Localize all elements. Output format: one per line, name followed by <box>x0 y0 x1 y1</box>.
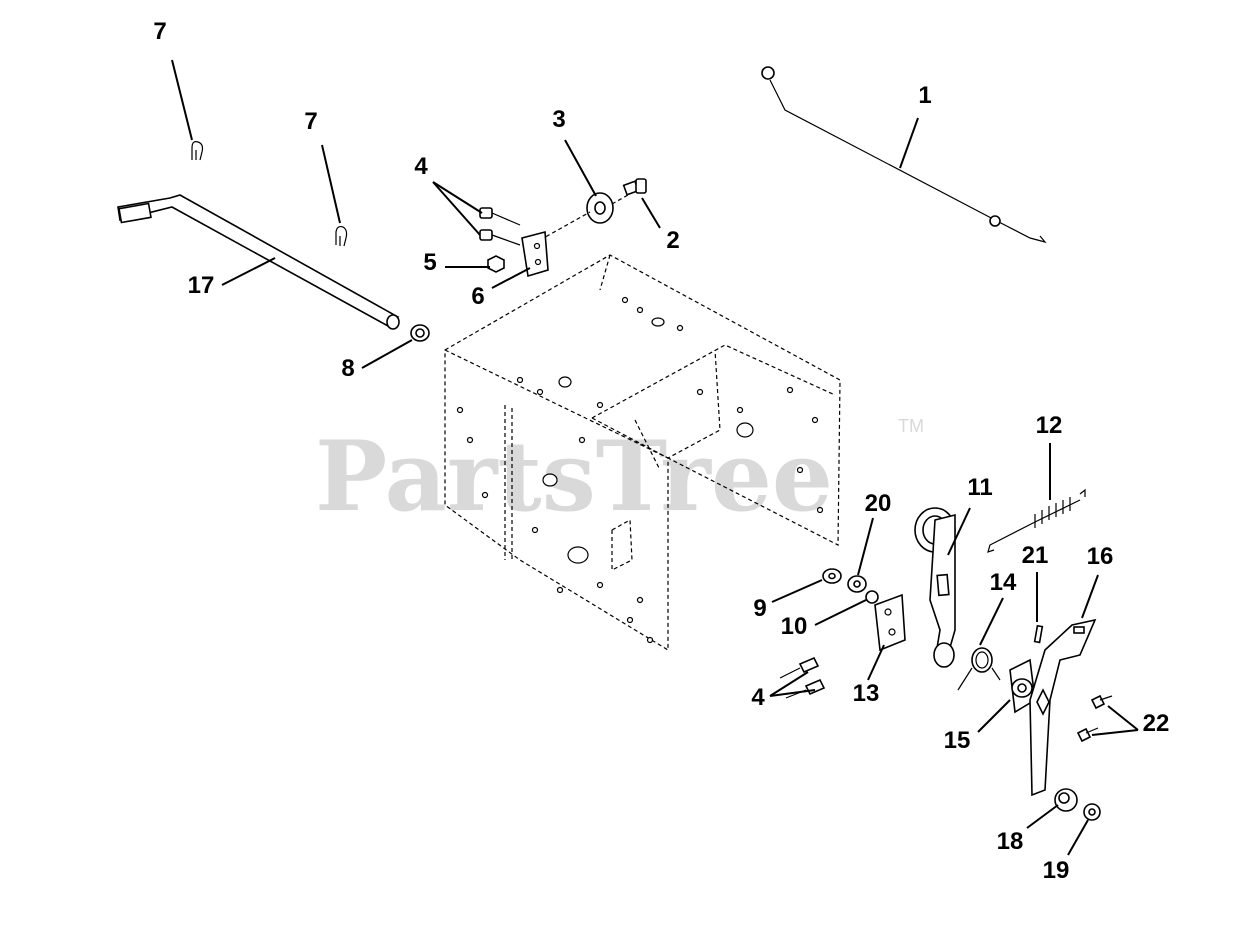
part-7-clip-upper <box>191 141 204 161</box>
part-3-bearing <box>539 192 629 241</box>
callout-1: 1 <box>918 82 931 109</box>
part-22-screws <box>1076 694 1113 743</box>
watermark-trademark: TM <box>898 416 924 436</box>
callout-3: 3 <box>552 106 565 133</box>
callout-9: 9 <box>753 595 766 622</box>
part-12-spring <box>987 488 1086 553</box>
callout-21: 21 <box>1022 542 1049 569</box>
watermark-text: PartsTree <box>315 420 833 533</box>
part-1-rod <box>761 66 1047 244</box>
part-7-clip-lower <box>335 225 348 247</box>
callout-10: 10 <box>781 613 808 640</box>
callout-22: 22 <box>1143 710 1170 737</box>
callout-17: 17 <box>188 272 215 299</box>
part-4-bolts-upper <box>479 207 521 246</box>
part-6-bracket <box>521 230 549 278</box>
part-19-nut <box>1083 803 1101 821</box>
callout-5: 5 <box>423 249 436 276</box>
callout-19: 19 <box>1043 857 1070 884</box>
part-5-nut <box>487 255 505 273</box>
callout-18: 18 <box>997 828 1024 855</box>
part-8-bushing <box>410 324 430 342</box>
part-11-idler-arm <box>914 507 956 668</box>
part-13-plate <box>874 593 906 652</box>
callout-20: 20 <box>865 490 892 517</box>
part-16-lever <box>1029 618 1097 797</box>
callout-12: 12 <box>1036 412 1063 439</box>
callout-7-upper: 7 <box>153 18 166 45</box>
part-21-pin <box>1033 624 1044 644</box>
callout-16: 16 <box>1087 543 1114 570</box>
part-9-washer <box>822 568 842 584</box>
part-20-washer <box>847 575 867 593</box>
callout-4-lower: 4 <box>751 684 765 711</box>
part-14-torsion-spring <box>957 647 1001 691</box>
part-10-nut <box>865 590 879 604</box>
callout-2: 2 <box>666 227 679 254</box>
callout-14: 14 <box>990 569 1017 596</box>
callout-6: 6 <box>471 283 484 310</box>
callout-7-lower: 7 <box>304 108 317 135</box>
leader-lines <box>171 59 1139 856</box>
watermark: PartsTree TM <box>315 416 924 533</box>
part-2-bolt <box>622 178 647 196</box>
callout-11: 11 <box>967 474 992 501</box>
callout-15: 15 <box>944 727 971 754</box>
callout-13: 13 <box>853 680 880 707</box>
callouts: 1 2 3 4 5 6 7 7 17 8 9 10 20 11 12 21 14… <box>153 18 1169 884</box>
part-18-spacer <box>1054 788 1078 812</box>
part-17-rod <box>117 194 400 330</box>
callout-4-upper: 4 <box>414 153 428 180</box>
callout-8: 8 <box>341 355 354 382</box>
frame-assembly <box>444 254 841 652</box>
